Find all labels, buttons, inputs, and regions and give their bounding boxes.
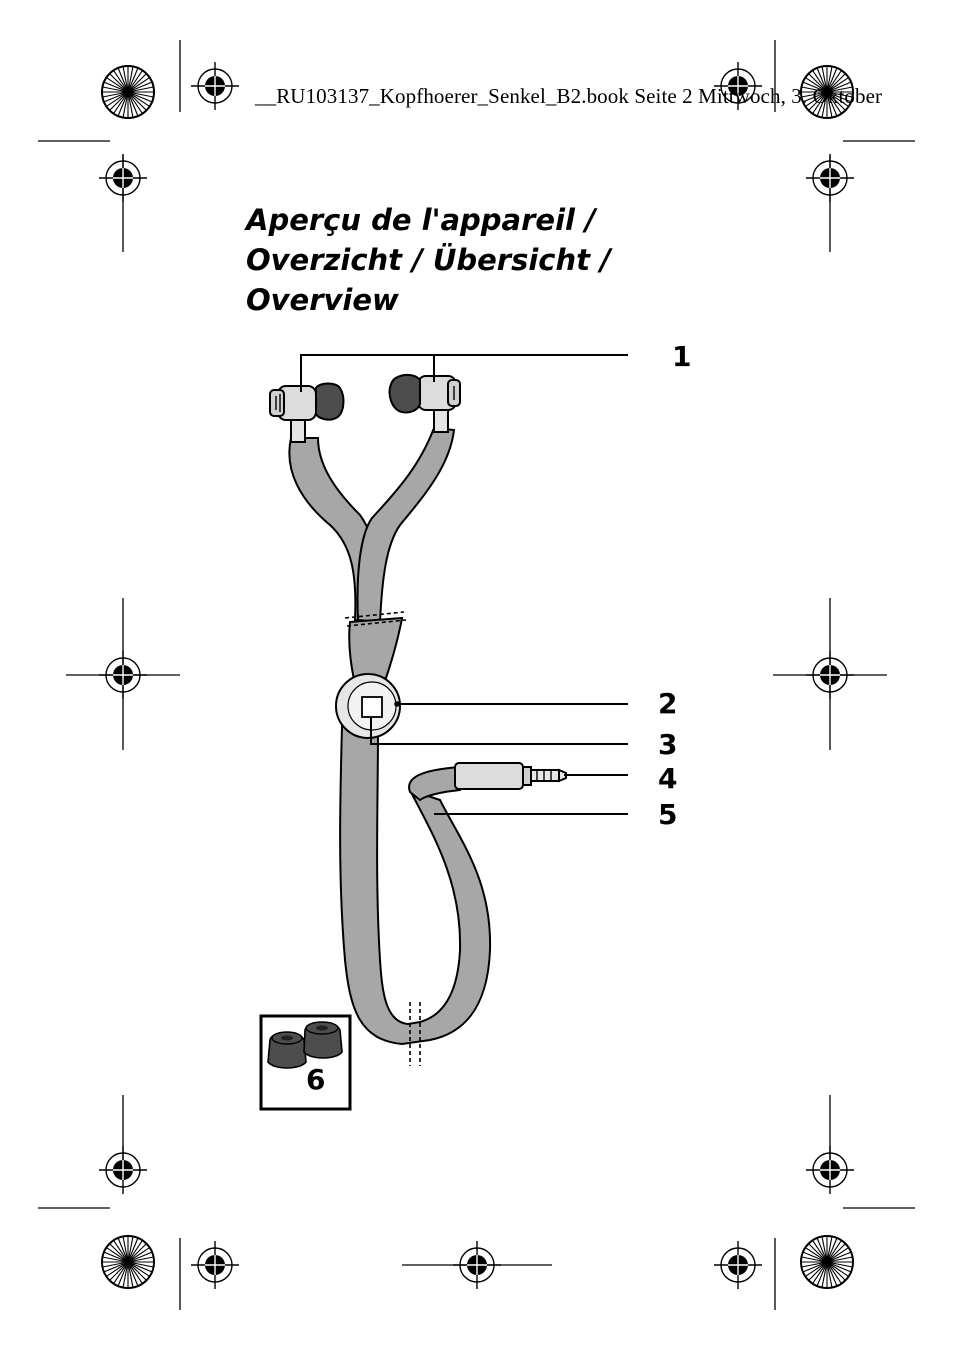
left-earbud (269, 382, 345, 443)
callout-3: 3 (658, 728, 678, 761)
title-line-2: Overzicht / Übersicht / (246, 243, 611, 277)
lanyard-strap (288, 426, 492, 1046)
callout-6: 6 (306, 1063, 326, 1096)
audio-jack (454, 762, 567, 790)
page-title: Aperçu de l'appareil / Overzicht / Übers… (246, 200, 766, 320)
title-line-3: Overview (246, 283, 399, 317)
callout-2: 2 (658, 687, 678, 720)
leader-lines (300, 354, 628, 815)
right-earbud (388, 374, 461, 433)
print-slug: __RU103137_Kopfhoerer_Senkel_B2.book Sei… (255, 84, 883, 108)
callout-1: 1 (672, 340, 692, 373)
spare-eartips-box (259, 1014, 352, 1111)
callout-5: 5 (658, 798, 678, 831)
remote-control (335, 673, 401, 739)
title-line-1: Aperçu de l'appareil / (246, 203, 596, 237)
callout-4: 4 (658, 762, 678, 795)
break-marks (344, 611, 421, 1066)
